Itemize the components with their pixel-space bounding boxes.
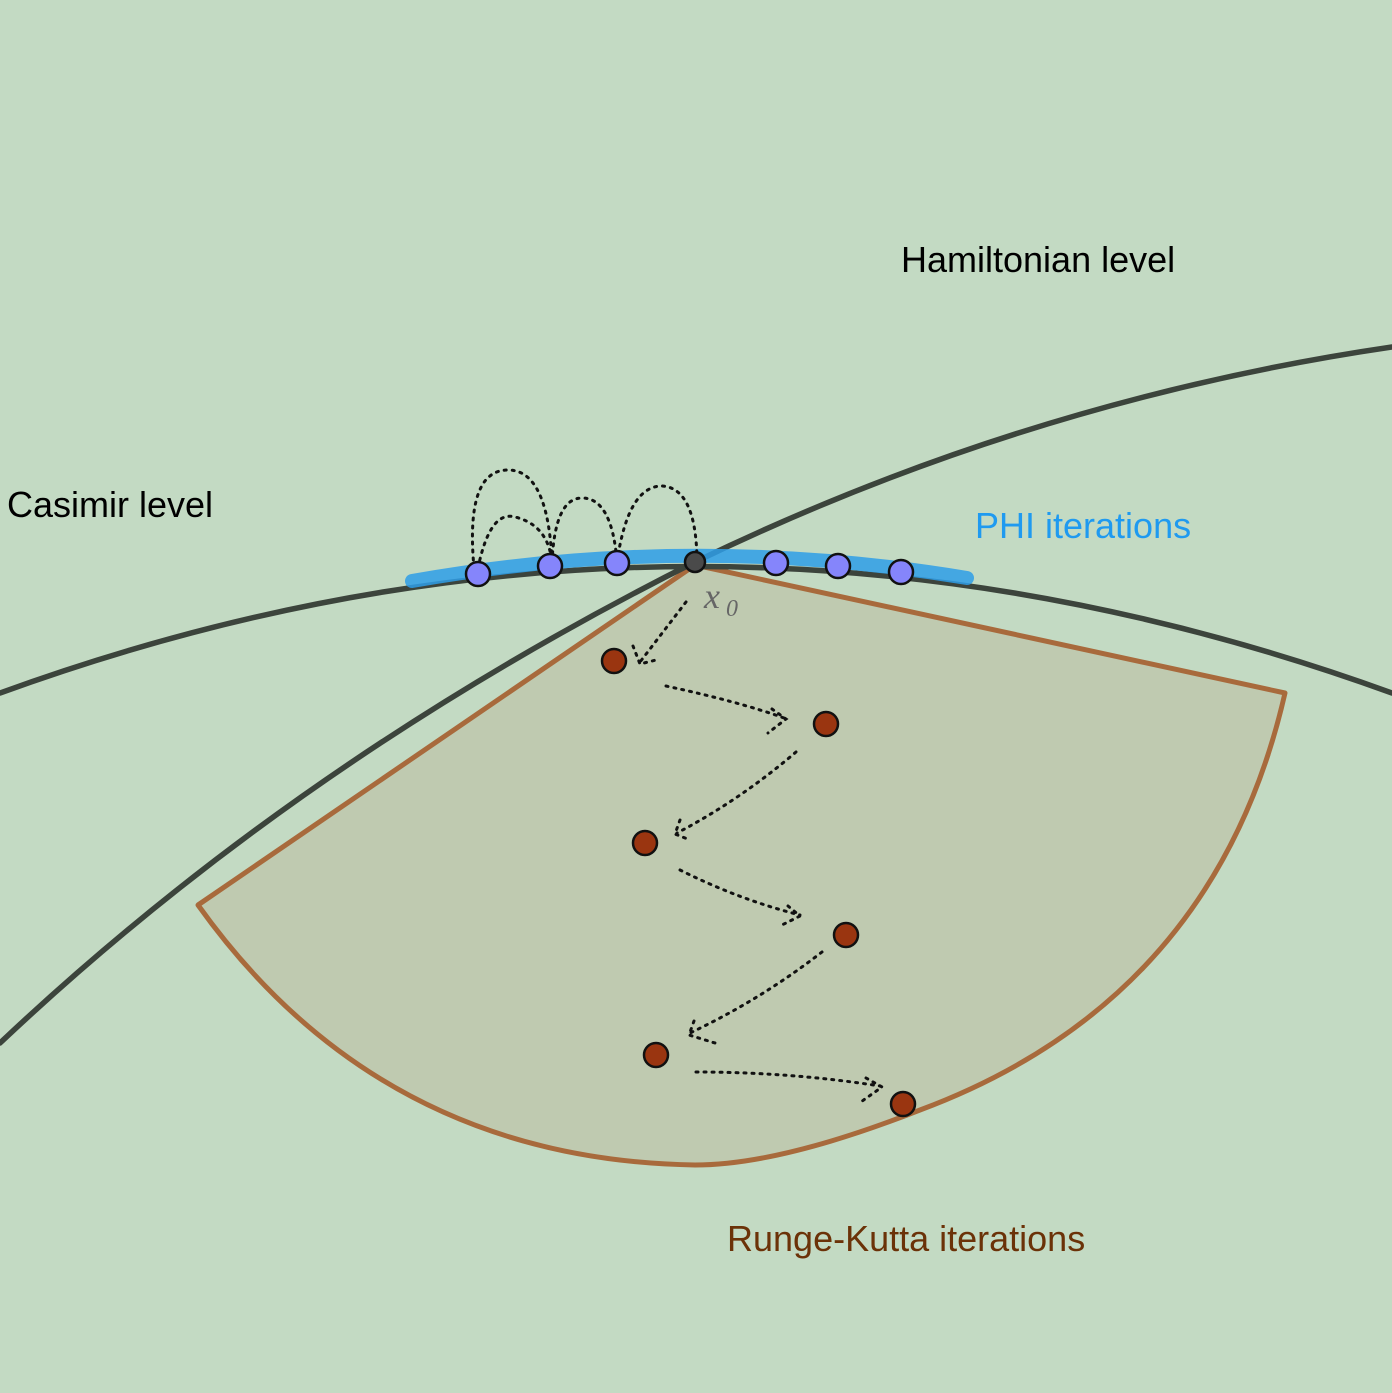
phi-arc-3 <box>550 496 619 564</box>
rk-step-5-arrow <box>687 1019 717 1045</box>
phi-iterations-label: PHI iterations <box>975 505 1191 546</box>
rk-step-6 <box>694 1070 882 1088</box>
rk-step-1 <box>638 600 688 664</box>
phi-point-4 <box>762 549 790 577</box>
phi-points <box>464 549 915 588</box>
casimir-level-label: Casimir level <box>7 484 213 525</box>
rk-step-2 <box>664 684 786 720</box>
phi-point-2 <box>536 552 564 580</box>
x0-label: x 0 <box>703 576 738 622</box>
phi-point-1 <box>464 560 492 588</box>
rk-dotted-path <box>631 600 885 1106</box>
rk-point-6 <box>889 1090 917 1118</box>
rk-step-2-arrow <box>766 707 789 735</box>
phi-arc-1 <box>470 468 554 570</box>
phi-point-6 <box>887 558 915 586</box>
rk-point-3 <box>631 829 659 857</box>
rk-step-4-arrow <box>780 904 803 927</box>
rk-step-1-arrow <box>631 644 658 666</box>
rk-step-3-arrow <box>673 818 692 842</box>
x0-label-subscript: 0 <box>726 596 738 622</box>
hamiltonian-level-label: Hamiltonian level <box>901 239 1175 280</box>
runge-kutta-region <box>195 562 1288 1168</box>
rk-point-1 <box>600 647 628 675</box>
phi-point-3 <box>603 549 631 577</box>
rk-point-5 <box>642 1041 670 1069</box>
rk-point-2 <box>812 710 840 738</box>
rk-step-3 <box>675 750 798 835</box>
rk-point-4 <box>832 921 860 949</box>
phi-arc-2 <box>476 514 554 570</box>
x0-label-base: x <box>703 576 720 616</box>
runge-kutta-iterations-label: Runge-Kutta iterations <box>727 1218 1085 1259</box>
x0-point <box>683 550 707 574</box>
rk-points <box>600 647 917 1118</box>
phi-point-5 <box>824 552 852 580</box>
phi-arc-4 <box>615 484 699 564</box>
rk-step-4 <box>678 868 802 917</box>
phi-dotted-arcs <box>470 468 699 570</box>
rk-step-5 <box>688 950 824 1035</box>
rk-step-6-arrow <box>856 1076 885 1106</box>
